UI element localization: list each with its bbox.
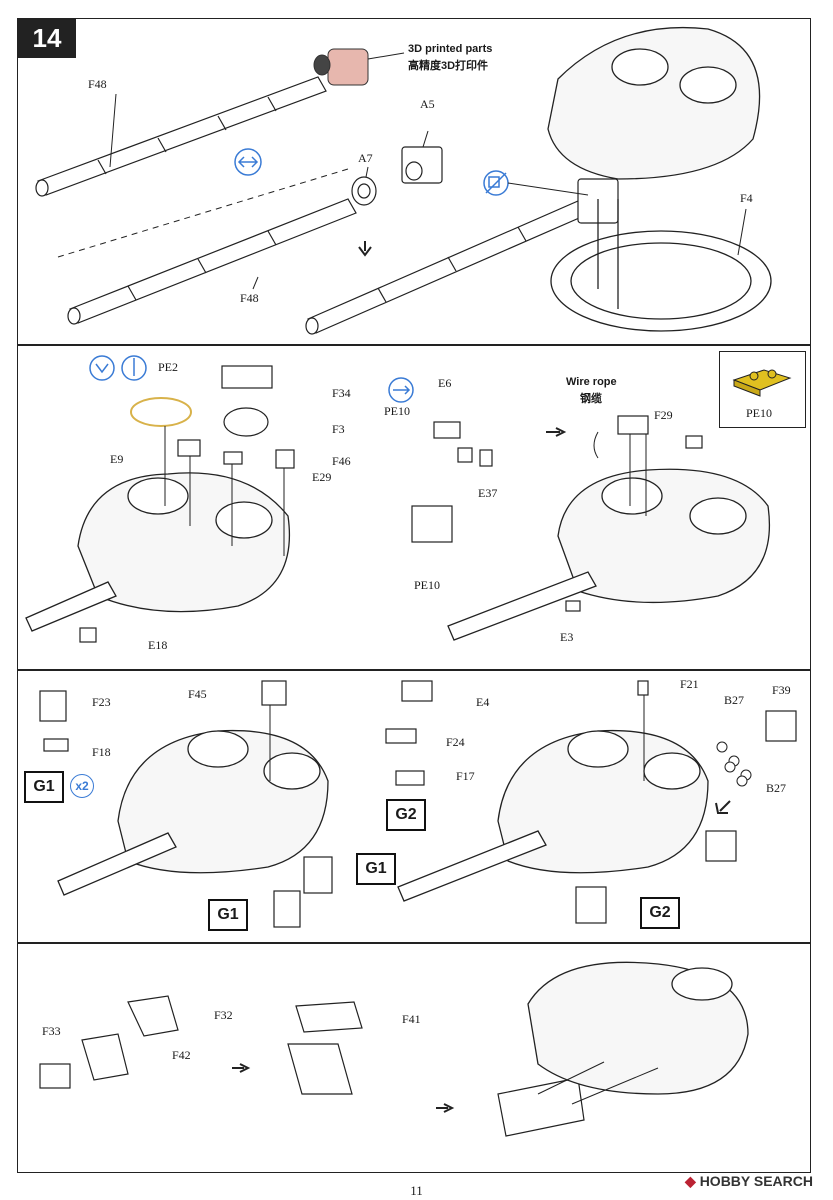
panel3-drawing <box>39 680 797 928</box>
panel4-drawing <box>39 961 749 1137</box>
quantity-x2-badge: x2 <box>70 774 94 798</box>
label-f48-top: F48 <box>88 77 107 91</box>
label-e9: E9 <box>110 452 124 466</box>
panel1-drawing <box>35 26 772 335</box>
label-e29: E29 <box>312 470 332 484</box>
label-f33: F33 <box>42 1024 61 1038</box>
label-f3: F3 <box>332 422 345 436</box>
label-f48-bottom: F48 <box>240 291 259 305</box>
label-e4: E4 <box>476 695 490 709</box>
label-f23: F23 <box>92 695 111 709</box>
label-f17: F17 <box>456 769 475 783</box>
label-f32: F32 <box>214 1008 233 1022</box>
panel-step-2: PE2 F34 F3 F46 E29 E9 E18 PE10 E6 E37 PE… <box>17 345 811 670</box>
label-f29: F29 <box>654 408 673 422</box>
label-wire-rope-cn: 钢缆 <box>580 393 602 405</box>
callout-g1-bottom: G1 <box>208 899 248 931</box>
page-number: 11 <box>410 1183 423 1198</box>
label-b27-bottom: B27 <box>766 781 787 795</box>
step-number-badge: 14 <box>18 18 76 58</box>
label-f45: F45 <box>188 687 207 701</box>
label-e18: E18 <box>148 638 168 652</box>
label-f4: F4 <box>740 191 753 205</box>
callout-g2-bottom: G2 <box>640 897 680 929</box>
label-f46: F46 <box>332 454 351 468</box>
panel-step-1: 3D printed parts 高精度3D打印件 F48 A7 A5 F48 … <box>17 18 811 345</box>
label-f21: F21 <box>680 677 699 691</box>
label-pe10-inset: PE10 <box>746 406 773 420</box>
panel-step-3: F23 F18 G1 x2 F45 G1 G1 E4 F24 F17 G2 F2… <box>17 670 811 943</box>
label-f41: F41 <box>402 1012 421 1026</box>
panel2-drawing <box>25 355 771 643</box>
pe10-part-icon <box>732 369 792 397</box>
watermark: ◆ HOBBY SEARCH <box>685 1173 813 1190</box>
label-f42: F42 <box>172 1048 191 1062</box>
callout-g1-right: G1 <box>356 853 396 885</box>
watermark-logo-icon: ◆ <box>685 1173 700 1189</box>
label-f18: F18 <box>92 745 111 759</box>
note-3d-printed-en: 3D printed parts <box>408 43 493 55</box>
label-f24: F24 <box>446 735 465 749</box>
note-3d-printed-cn: 高精度3D打印件 <box>408 60 489 72</box>
label-a5: A5 <box>420 97 435 111</box>
label-wire-rope-en: Wire rope <box>566 376 617 388</box>
label-f34: F34 <box>332 386 351 400</box>
panel-step-4: F33 F32 F42 F41 <box>17 943 811 1173</box>
pe10-detail-inset: PE10 <box>719 351 806 428</box>
label-e6: E6 <box>438 376 452 390</box>
label-pe2: PE2 <box>158 360 179 374</box>
callout-g1: G1 <box>24 771 64 803</box>
label-a7: A7 <box>358 151 373 165</box>
label-f39: F39 <box>772 683 791 697</box>
label-pe10-a: PE10 <box>384 404 411 418</box>
watermark-text: HOBBY SEARCH <box>699 1173 813 1189</box>
callout-g2: G2 <box>386 799 426 831</box>
label-e3: E3 <box>560 630 574 644</box>
label-e37: E37 <box>478 486 498 500</box>
label-pe10-b: PE10 <box>414 578 441 592</box>
label-b27-top: B27 <box>724 693 745 707</box>
